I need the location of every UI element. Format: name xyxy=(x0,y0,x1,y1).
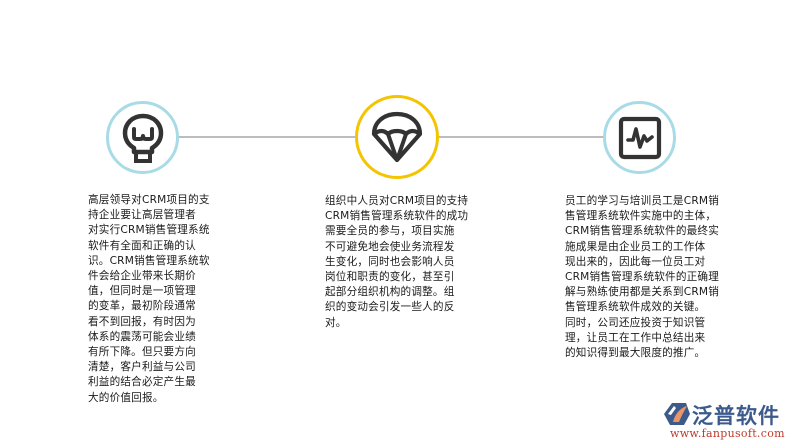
lightbulb-icon xyxy=(121,112,165,164)
step-2-icon-circle xyxy=(355,95,439,179)
logo-url: www.fanpusoft.com xyxy=(670,427,785,440)
fanpu-logo: 泛普软件 www.fanpusoft.com xyxy=(664,400,794,444)
activity-monitor-icon xyxy=(618,116,662,160)
step-1-description: 高层领导对CRM项目的支 持企业要让高层管理者 对实行CRM销售管理系统 软件有… xyxy=(88,194,210,404)
logo-name: 泛普软件 xyxy=(692,404,780,428)
logo-mark-icon xyxy=(664,402,690,430)
parachute-icon xyxy=(370,110,424,164)
connector-line-2 xyxy=(436,136,604,138)
step-3-description: 员工的学习与培训员工是CRM销 售管理系统软件实施中的主体， CRM销售管理系统… xyxy=(565,195,720,360)
step-3-icon-circle xyxy=(603,101,676,174)
step-1-icon-circle xyxy=(106,101,179,174)
step-2-description: 组织中人员对CRM项目的支持 CRM销售管理系统软件的成功 需要全员的参与，项目… xyxy=(325,195,469,329)
connector-line-1 xyxy=(178,136,358,138)
